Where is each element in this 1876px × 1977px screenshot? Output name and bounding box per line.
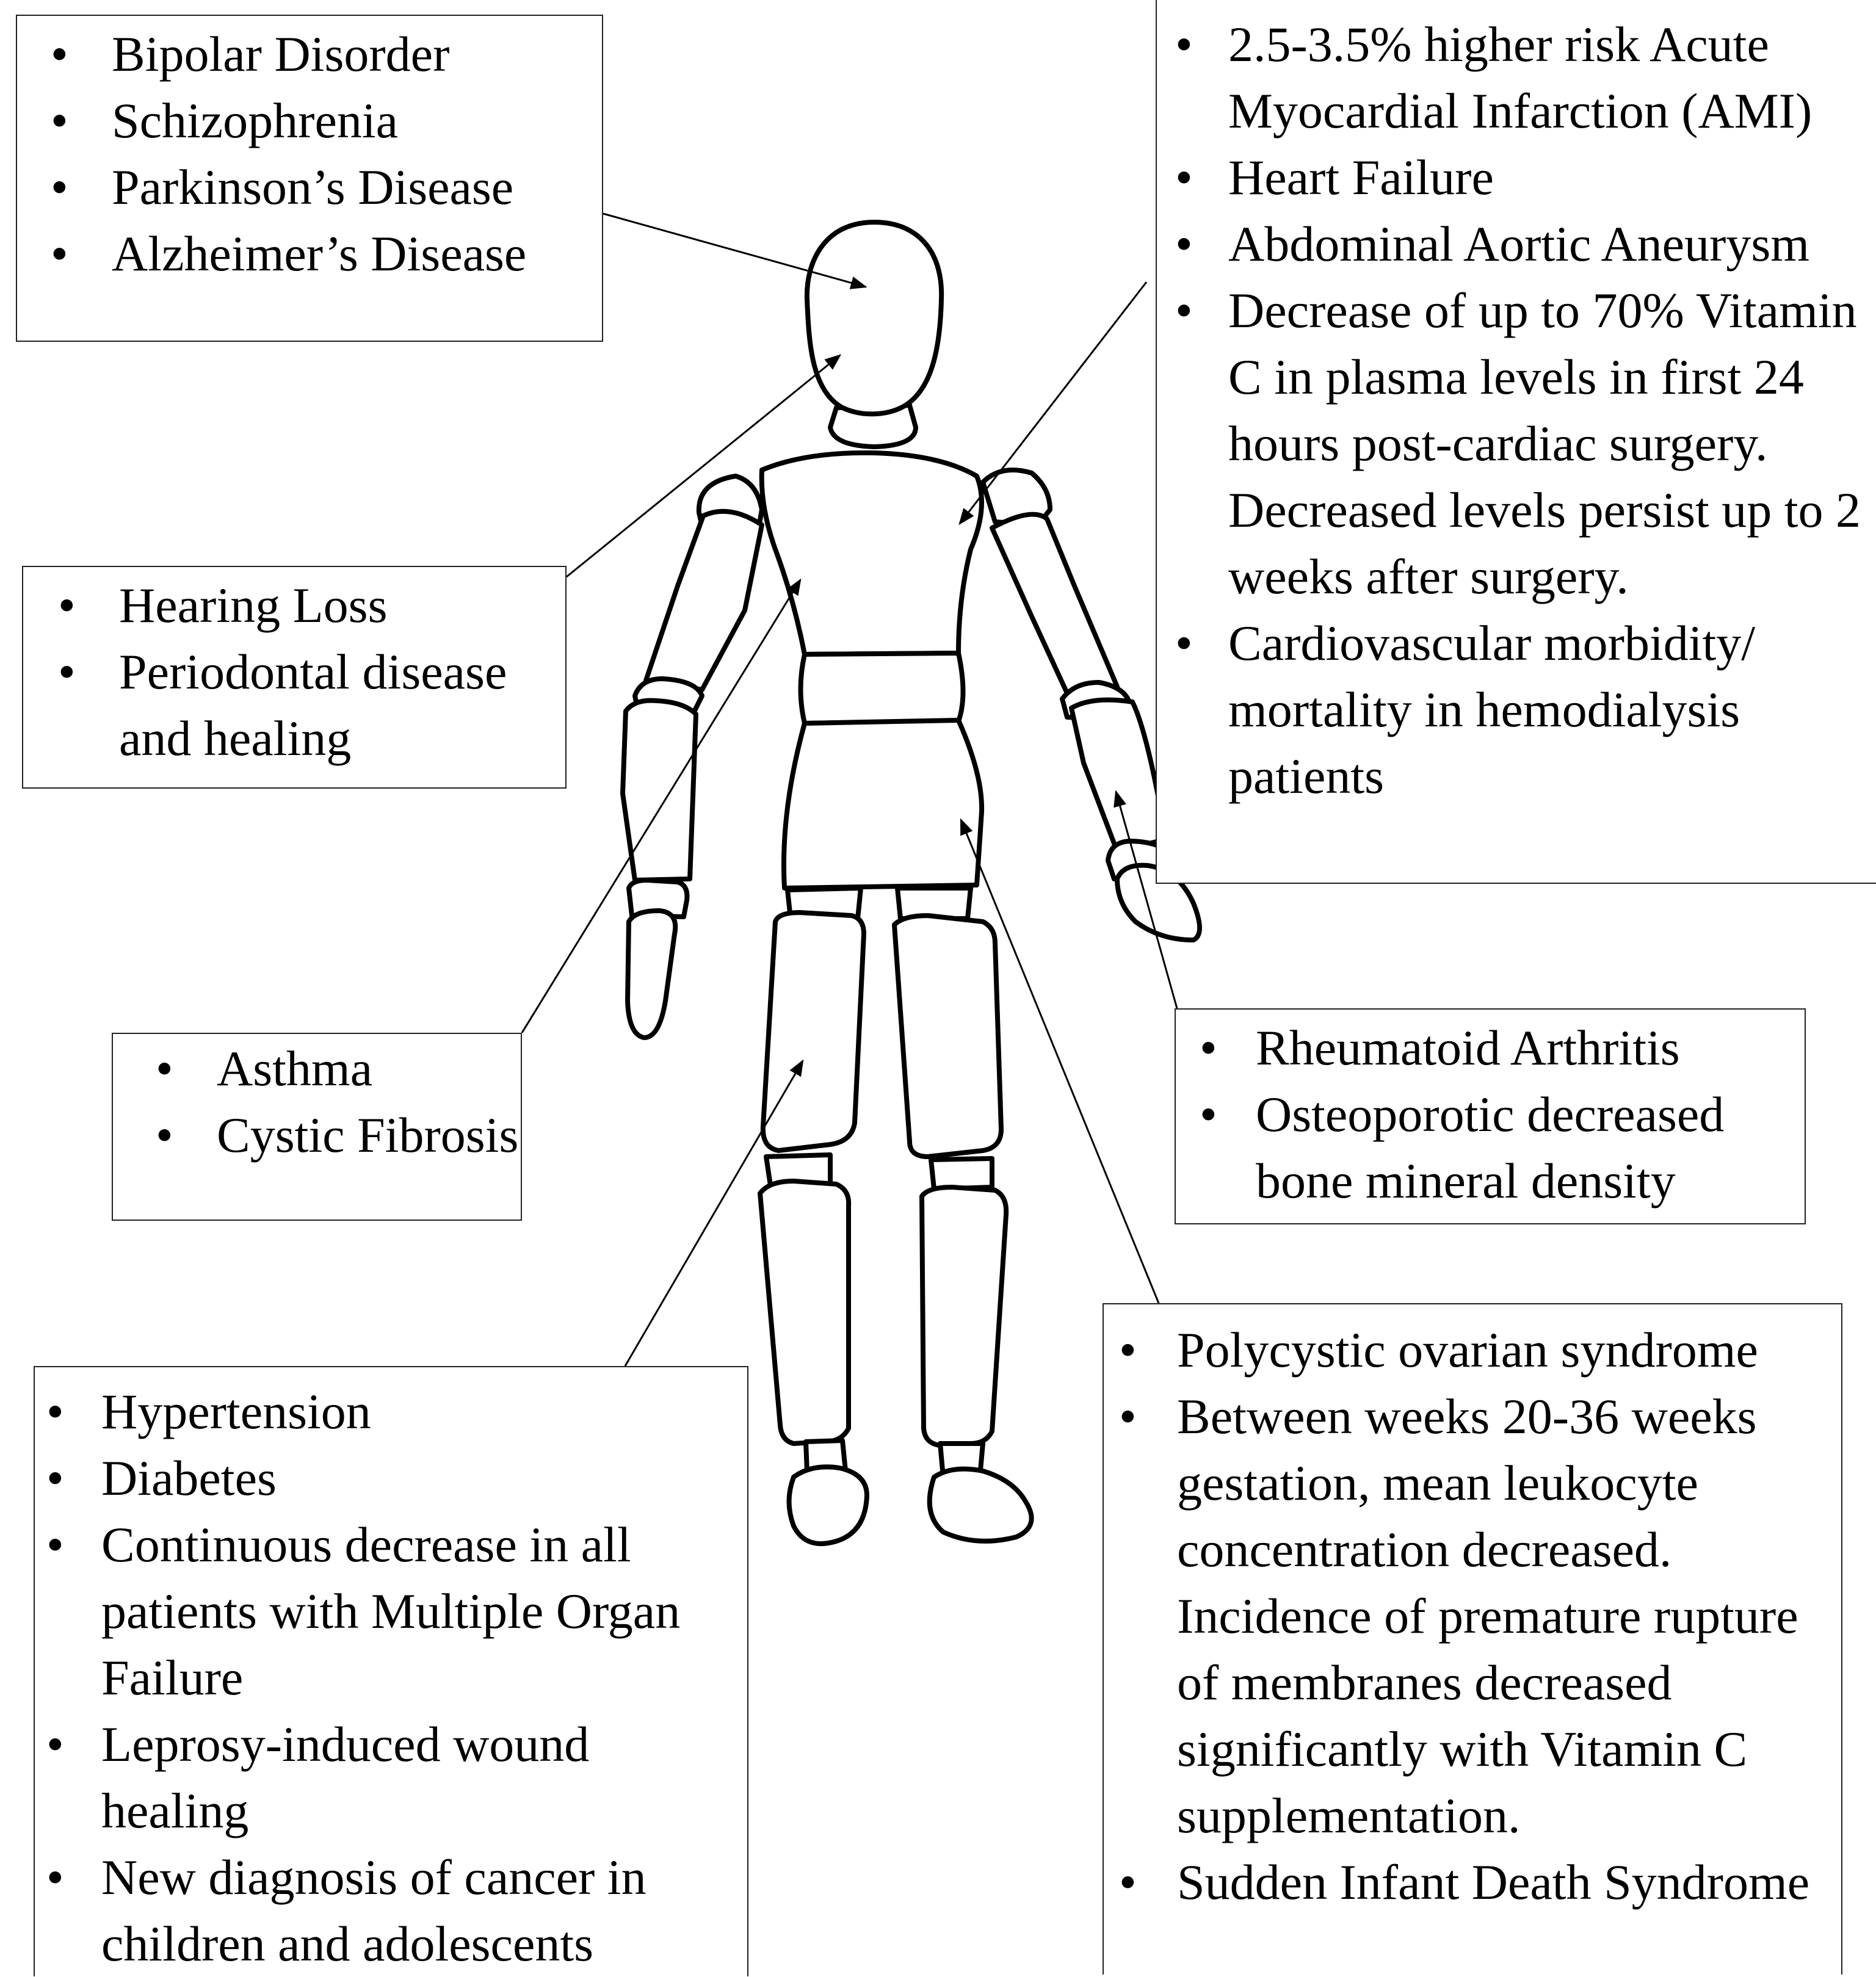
bullet-icon: •: [1119, 1383, 1137, 1450]
mannequin-right-forearm: [1071, 700, 1166, 851]
respiratory-conditions-list: •Asthma •Cystic Fibrosis: [113, 1034, 521, 1168]
mannequin-right-shin: [922, 1187, 1006, 1445]
list-item: •Rheumatoid Arthritis: [1256, 1014, 1805, 1081]
list-item: •Heart Failure: [1228, 144, 1876, 211]
systemic-conditions-list: •Hypertension •Diabetes •Continuous decr…: [35, 1367, 747, 1977]
mannequin-left-hand: [628, 911, 675, 1038]
mannequin-left-shin: [760, 1181, 849, 1444]
bullet-icon: •: [46, 1511, 64, 1578]
bullet-icon: •: [156, 1102, 173, 1168]
mannequin-right-thigh: [894, 916, 1001, 1157]
mannequin-left-foot: [789, 1467, 867, 1544]
list-item: •Hearing Loss: [119, 572, 565, 638]
bullet-icon: •: [51, 220, 68, 287]
bullet-icon: •: [51, 21, 68, 87]
mannequin-right-foot: [930, 1469, 1032, 1541]
list-item: •Cardiovascular morbidity/ mortality in …: [1228, 610, 1876, 809]
list-item: •Between weeks 20-36 weeks gestation, me…: [1177, 1383, 1841, 1849]
bullet-icon: •: [1175, 277, 1193, 344]
list-item: •Hypertension: [101, 1378, 747, 1445]
list-item: •Diabetes: [101, 1445, 747, 1511]
bullet-icon: •: [46, 1445, 64, 1511]
bullet-icon: •: [51, 87, 68, 154]
bullet-icon: •: [51, 154, 68, 220]
list-item: •Decrease of up to 70% Vitamin C in plas…: [1228, 277, 1876, 610]
systemic-conditions-box: •Hypertension •Diabetes •Continuous decr…: [34, 1366, 748, 1976]
bullet-icon: •: [1175, 211, 1193, 277]
reproductive-conditions-box: •Polycystic ovarian syndrome •Between we…: [1103, 1303, 1842, 1975]
bullet-icon: •: [1200, 1081, 1217, 1148]
bullet-icon: •: [46, 1844, 64, 1910]
musculoskeletal-conditions-box: •Rheumatoid Arthritis •Osteoporotic decr…: [1175, 1008, 1806, 1224]
list-item: •Bipolar Disorder: [112, 21, 602, 87]
list-item: •Periodontal disease and healing: [119, 638, 565, 772]
list-item: •Continuous decrease in all patients wit…: [101, 1511, 747, 1711]
list-item: •New diagnosis of cancer in children and…: [101, 1844, 747, 1977]
list-item: •Cystic Fibrosis: [217, 1102, 521, 1168]
mannequin-left-forearm: [623, 701, 696, 880]
list-item: •Sudden Infant Death Syndrome: [1177, 1849, 1841, 1915]
reproductive-conditions-list: •Polycystic ovarian syndrome •Between we…: [1104, 1304, 1841, 1915]
cardiovascular-conditions-list: •2.5-3.5% higher risk Acute Myocardial I…: [1157, 0, 1876, 809]
brain-conditions-box: •Bipolar Disorder •Schizophrenia •Parkin…: [16, 15, 603, 342]
bullet-icon: •: [1200, 1014, 1217, 1081]
list-item: •Schizophrenia: [112, 87, 602, 154]
bullet-icon: •: [1119, 1317, 1137, 1383]
mannequin-right-upper-arm: [992, 515, 1117, 696]
cardiovascular-conditions-box: •2.5-3.5% higher risk Acute Myocardial I…: [1156, 0, 1876, 884]
brain-conditions-list: •Bipolar Disorder •Schizophrenia •Parkin…: [17, 16, 602, 287]
bullet-icon: •: [1175, 11, 1193, 78]
bullet-icon: •: [46, 1378, 64, 1445]
mannequin-chest: [762, 453, 982, 654]
mannequin-right-knee: [931, 1158, 992, 1189]
mannequin-left-upper-arm: [646, 511, 762, 690]
list-item: •Leprosy-induced wound healing: [101, 1711, 747, 1844]
list-item: •Polycystic ovarian syndrome: [1177, 1317, 1841, 1383]
list-item: •Asthma: [217, 1035, 521, 1102]
bullet-icon: •: [1119, 1849, 1137, 1915]
bullet-icon: •: [156, 1035, 173, 1102]
mannequin-pelvis: [784, 720, 982, 888]
list-item: •Parkinson’s Disease: [112, 154, 602, 220]
heart-connector: [960, 282, 1146, 524]
mannequin-left-thigh: [763, 913, 864, 1151]
musculoskeletal-conditions-list: •Rheumatoid Arthritis •Osteoporotic decr…: [1176, 1010, 1805, 1214]
mannequin-head: [807, 222, 941, 414]
bullet-icon: •: [58, 638, 76, 705]
list-item: •Osteoporotic decreased bone mineral den…: [1256, 1081, 1805, 1214]
list-item: •Alzheimer’s Disease: [112, 220, 602, 287]
hearing-dental-conditions-list: •Hearing Loss •Periodontal disease and h…: [23, 567, 565, 772]
bullet-icon: •: [46, 1711, 64, 1777]
mannequin-waist: [801, 653, 963, 723]
bullet-icon: •: [58, 572, 76, 638]
bullet-icon: •: [1175, 610, 1193, 676]
respiratory-conditions-box: •Asthma •Cystic Fibrosis: [112, 1033, 522, 1221]
list-item: •2.5-3.5% higher risk Acute Myocardial I…: [1228, 11, 1876, 144]
bullet-icon: •: [1175, 144, 1193, 211]
hearing-dental-conditions-box: •Hearing Loss •Periodontal disease and h…: [22, 566, 567, 789]
list-item: •Abdominal Aortic Aneurysm: [1228, 211, 1876, 277]
